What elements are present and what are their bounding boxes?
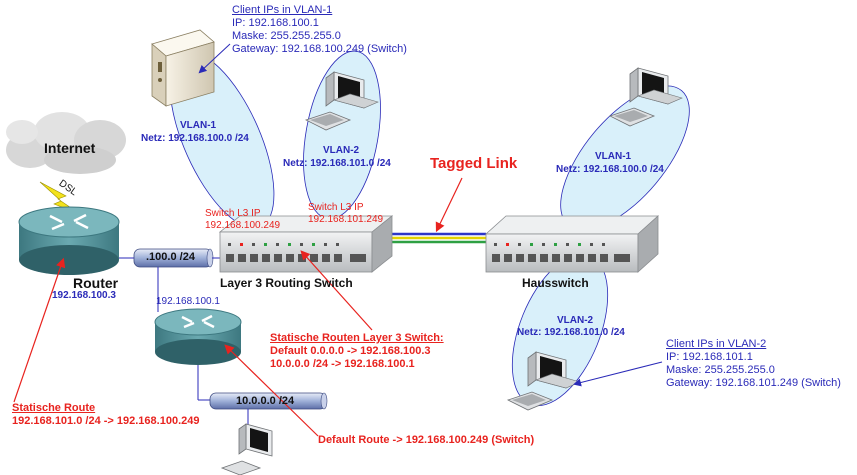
arrow-client2-info: [573, 361, 663, 387]
static-route-router-line1: 192.168.101.0 /24 -> 192.168.100.249: [12, 415, 200, 427]
pc-10-net-icon: [220, 423, 273, 475]
network-pill-10: [209, 392, 328, 410]
static-route-router-title: Statische Route: [12, 402, 96, 414]
client2-info-title: Client IPs in VLAN-2: [666, 338, 767, 350]
router2-ip: 192.168.100.1: [156, 296, 220, 307]
client2-info-mask: Maske: 255.255.255.0: [666, 364, 775, 376]
pc-vlan1-right-icon: [608, 67, 683, 127]
static-routes-l3-block: Statische Routen Layer 3 Switch: Default…: [270, 332, 444, 371]
vlan-2-left-name: VLAN-2: [323, 145, 360, 156]
arrow-static-routes-l3: [300, 250, 373, 331]
pill-10-label: 10.0.0.0 /24: [236, 395, 295, 407]
internet-cloud-icon: [6, 112, 126, 174]
router-label: Router: [73, 275, 119, 291]
hausswitch-label: Hausswitch: [522, 276, 589, 290]
pc-vlan2-right-icon: [506, 351, 581, 411]
client2-info-gateway: Gateway: 192.168.101.249 (Switch): [666, 377, 841, 389]
static-routes-l3-line2: 10.0.0.0 /24 -> 192.168.100.1: [270, 358, 415, 370]
layer3-switch-label: Layer 3 Routing Switch: [220, 276, 353, 290]
pc-vlan2-left-icon: [304, 71, 379, 131]
vlan-2-right-net: Netz: 192.168.101.0 /24: [517, 327, 625, 338]
static-routes-l3-line1: Default 0.0.0.0 -> 192.168.100.3: [270, 345, 431, 357]
pill-100-label: .100.0 /24: [146, 251, 195, 263]
vlan-1-left-net: Netz: 192.168.100.0 /24: [141, 133, 249, 144]
server-icon: [151, 29, 215, 107]
static-route-router-block: Statische Route 192.168.101.0 /24 -> 192…: [12, 402, 199, 428]
server-info-mask: Maske: 255.255.255.0: [232, 30, 341, 42]
arrow-server-info: [198, 43, 231, 74]
vlan-2-left-ellipse: [303, 50, 381, 220]
switch-ip-2-line1: Switch L3 IP: [308, 202, 364, 213]
arrow-default-route: [224, 344, 319, 437]
server-info-gateway: Gateway: 192.168.100.249 (Switch): [232, 43, 407, 55]
vlan-2-left-net: Netz: 192.168.101.0 /24: [283, 158, 391, 169]
vlan-1-right-name: VLAN-1: [595, 151, 632, 162]
layer3-switch-icon: [218, 215, 394, 273]
router-ip: 192.168.100.3: [52, 290, 116, 301]
hausswitch-icon: [484, 215, 660, 273]
network-pill-100: [133, 248, 214, 268]
arrow-static-route-router: [13, 257, 66, 403]
static-routes-l3-title: Statische Routen Layer 3 Switch:: [270, 332, 444, 344]
switch-ip-2-line2: 192.168.101.249: [308, 214, 384, 225]
switch-ip-2: Switch L3 IP 192.168.101.249: [308, 202, 383, 226]
vlan-1-right-net: Netz: 192.168.100.0 /24: [556, 164, 664, 175]
server-info-title: Client IPs in VLAN-1: [232, 4, 333, 16]
arrow-tagged-link: [435, 177, 463, 233]
router-icon: [18, 206, 120, 275]
server-info-block: Client IPs in VLAN-1 IP: 192.168.100.1 M…: [232, 4, 407, 56]
switch-ip-1: Switch L3 IP 192.168.100.249: [205, 208, 280, 232]
vlan-2-right-name: VLAN-2: [557, 315, 594, 326]
router-2-icon: [154, 308, 242, 365]
server-info-ip: IP: 192.168.100.1: [232, 17, 319, 29]
client2-info-ip: IP: 192.168.101.1: [666, 351, 753, 363]
client2-info-block: Client IPs in VLAN-2 IP: 192.168.101.1 M…: [666, 338, 841, 390]
tagged-link-label: Tagged Link: [430, 155, 518, 172]
switch-ip-1-line2: 192.168.100.249: [205, 220, 281, 231]
internet-label: Internet: [44, 140, 96, 156]
switch-ip-1-line1: Switch L3 IP: [205, 208, 261, 219]
default-route-label: Default Route -> 192.168.100.249 (Switch…: [318, 434, 535, 446]
tagged-link-lines: [376, 232, 486, 244]
vlan-1-left-name: VLAN-1: [180, 120, 217, 131]
